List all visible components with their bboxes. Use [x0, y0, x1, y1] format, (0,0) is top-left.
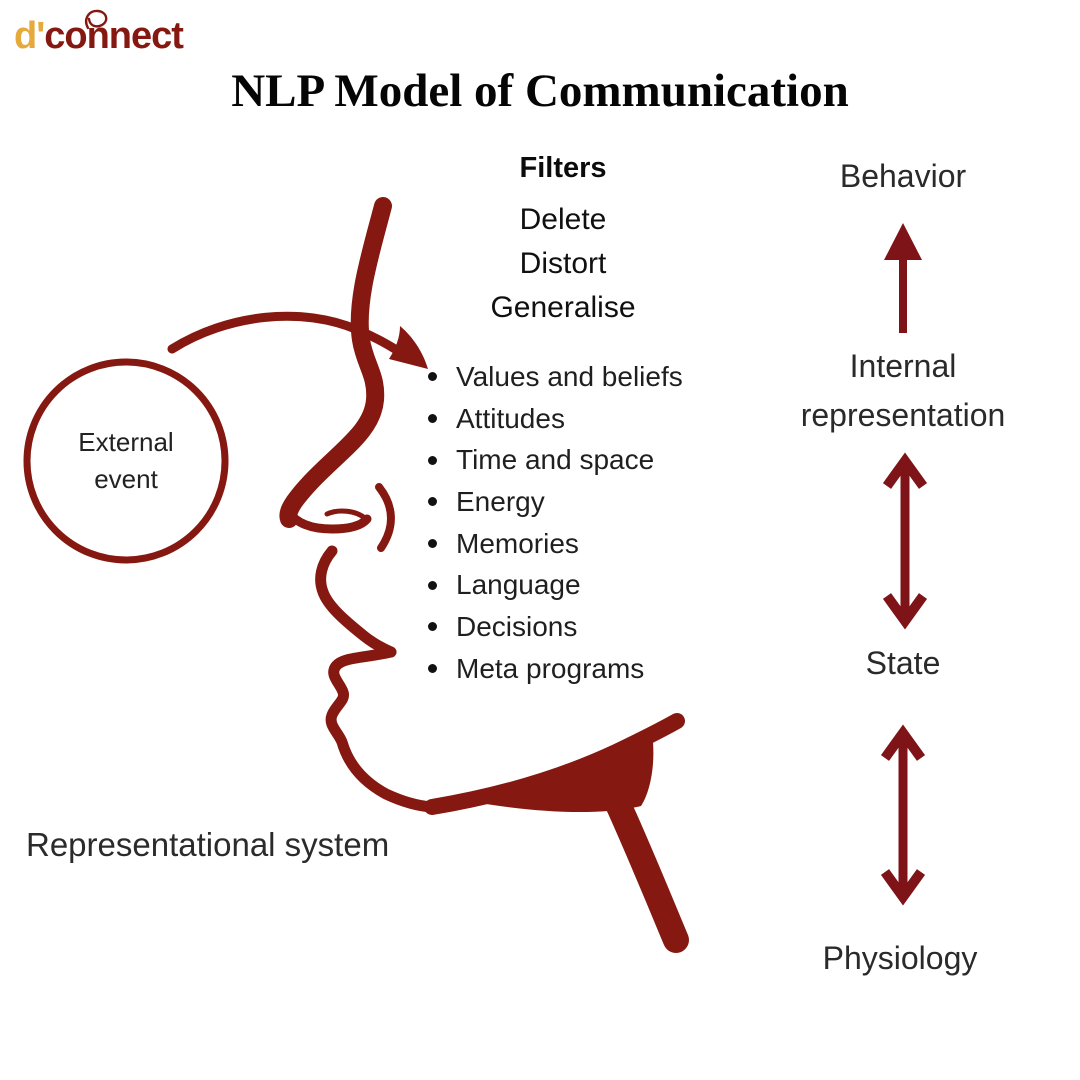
arrow-state-physiology	[880, 724, 926, 906]
behavior-label: Behavior	[839, 158, 967, 194]
filter-process-label: Delete	[519, 203, 607, 236]
internal-filter-label: Memories	[456, 527, 579, 559]
face-profile	[279, 197, 689, 953]
logo-vine-icon	[84, 9, 108, 30]
filters-heading: Filters	[519, 152, 607, 184]
bullet-icon	[428, 580, 437, 590]
arrow-ir-to-behavior	[884, 223, 922, 333]
logo: d'connect	[14, 9, 184, 66]
nose-underside-line	[284, 507, 372, 534]
list-item: Meta programs	[428, 648, 758, 690]
arrowhead-up-icon	[884, 223, 922, 260]
representational-system-label: Representational system	[26, 826, 390, 863]
list-item: Language	[428, 564, 758, 606]
jaw-line	[424, 713, 685, 815]
internal-filter-label: Time and space	[456, 444, 655, 476]
list-item: Time and space	[428, 439, 758, 481]
bullet-icon	[428, 372, 437, 382]
arrowhead-down-icon	[880, 869, 926, 906]
neck-line	[599, 778, 689, 953]
internal-representation-line2: representation	[800, 397, 1006, 433]
filters-block: Filters Delete Distort Generalise	[413, 152, 713, 330]
external-event-label: External event	[36, 424, 216, 498]
list-item: Decisions	[428, 606, 758, 648]
bullet-icon	[428, 664, 437, 674]
logo-gold-text: d'	[14, 15, 45, 57]
internal-representation-line1: Internal	[849, 348, 957, 384]
nostril-accent-line	[375, 483, 395, 552]
list-item: Values and beliefs	[428, 356, 758, 398]
filter-process-label: Distort	[519, 247, 607, 280]
filter-process-item: Generalise	[413, 286, 713, 330]
internal-filter-label: Decisions	[456, 610, 578, 642]
external-event-line1: External	[78, 427, 174, 457]
lower-lip-chin-line	[325, 646, 438, 813]
external-event-line2: event	[94, 464, 158, 494]
page-title: NLP Model of Communication	[231, 65, 849, 117]
bullet-icon	[428, 414, 437, 424]
bullet-icon	[428, 497, 437, 507]
bullet-icon	[428, 622, 437, 632]
internal-filter-label: Meta programs	[456, 652, 645, 684]
forehead-nose-line	[279, 197, 392, 528]
bullet-icon	[428, 455, 437, 465]
upper-lip-line	[315, 545, 397, 658]
internal-filter-label: Values and beliefs	[456, 360, 683, 392]
arrowhead-down-icon	[882, 593, 928, 630]
arrowhead-up-icon	[880, 724, 926, 761]
list-item: Energy	[428, 481, 758, 523]
arrow-ir-state	[882, 452, 928, 630]
nose-curl-line	[324, 508, 369, 522]
filter-process-label: Generalise	[490, 291, 636, 324]
external-event-arrow-line	[167, 311, 409, 360]
internal-representation-label: Internal representation	[753, 342, 1053, 440]
list-item: Attitudes	[428, 398, 758, 440]
internal-filters-list: Values and beliefs Attitudes Time and sp…	[428, 356, 758, 690]
list-item: Memories	[428, 523, 758, 565]
internal-filter-label: Attitudes	[456, 402, 565, 434]
state-label: State	[865, 645, 941, 681]
logo-dark-text: connect	[44, 15, 184, 57]
filter-process-item: Delete	[413, 198, 713, 242]
arrowhead-up-icon	[882, 452, 928, 489]
filters-list: Delete Distort Generalise	[413, 198, 713, 330]
filter-process-item: Distort	[413, 242, 713, 286]
jaw-neck-junction-fill	[468, 733, 654, 813]
internal-filter-label: Energy	[456, 485, 545, 517]
bullet-icon	[428, 539, 437, 549]
external-event-arrowhead-icon	[389, 326, 428, 369]
internal-filter-label: Language	[456, 569, 581, 601]
physiology-label: Physiology	[822, 940, 978, 976]
external-event-circle	[23, 358, 229, 564]
